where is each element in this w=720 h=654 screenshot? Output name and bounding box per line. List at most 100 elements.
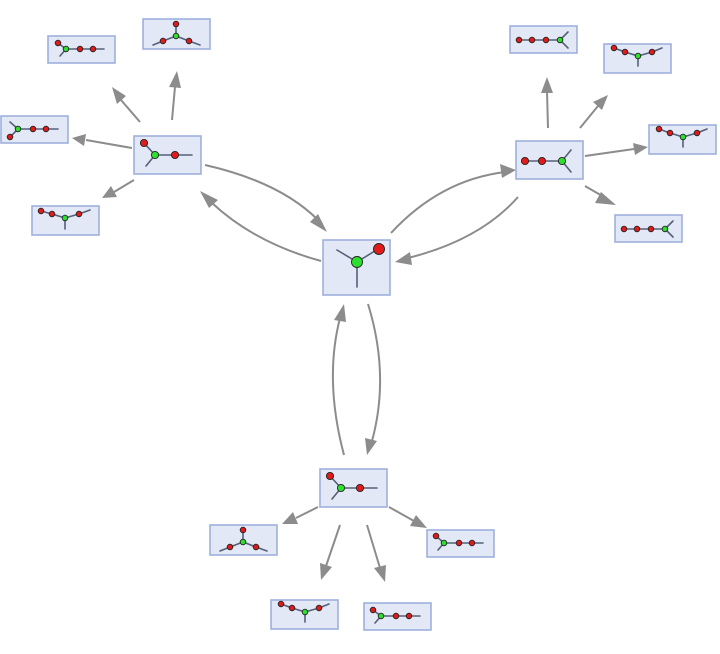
arrowhead <box>200 191 218 208</box>
arrowhead <box>102 186 117 198</box>
bottom-leaf-1-node[interactable] <box>209 524 278 556</box>
atom-red <box>648 48 656 56</box>
atom-red <box>315 604 323 612</box>
atom-green <box>661 225 669 233</box>
atom-red <box>392 612 400 620</box>
atom-red <box>75 210 83 218</box>
edge-center-to-left-hub <box>211 202 322 262</box>
atom-green <box>440 539 448 547</box>
atom-green <box>557 156 567 166</box>
bottom-leaf-3-node[interactable] <box>363 602 432 631</box>
arrowhead <box>334 304 346 322</box>
atom-red <box>369 606 377 614</box>
atom-red <box>76 45 84 53</box>
center-state-node[interactable] <box>322 239 391 296</box>
atom-red <box>170 150 180 160</box>
arrowhead <box>310 214 327 232</box>
arrowhead <box>541 77 553 93</box>
atom-red <box>6 133 14 141</box>
atom-red <box>159 37 167 45</box>
edge-left-hub-to-center <box>204 164 319 221</box>
arrowhead <box>500 164 516 178</box>
atom-red <box>172 20 180 28</box>
atom-red <box>647 225 655 233</box>
atom-red <box>355 483 365 493</box>
atom-green <box>301 608 309 616</box>
atom-red <box>373 243 385 255</box>
arrowhead <box>410 515 427 528</box>
atom-red <box>252 543 260 551</box>
atom-green <box>634 52 642 60</box>
right-leaf-3-node[interactable] <box>648 124 717 155</box>
atom-red <box>693 129 701 137</box>
atom-red <box>185 37 193 45</box>
edge-bottom-hub-to-center <box>331 317 345 456</box>
atom-red <box>29 125 37 133</box>
atom-green <box>172 32 180 40</box>
arrowhead <box>365 438 377 455</box>
right-leaf-2-node[interactable] <box>603 43 672 74</box>
atom-green <box>336 483 346 493</box>
atom-red <box>48 210 56 218</box>
left-leaf-3-node[interactable] <box>0 115 69 144</box>
atom-green <box>679 133 687 141</box>
left-leaf-1-node[interactable] <box>47 35 116 64</box>
arrowhead <box>395 252 412 265</box>
arrowhead <box>169 71 181 88</box>
atom-green <box>377 612 385 620</box>
atom-green <box>150 150 160 160</box>
atom-red <box>239 526 247 534</box>
arrowhead <box>595 192 616 205</box>
edge-center-to-bottom-hub <box>367 303 382 442</box>
atom-red <box>520 156 530 166</box>
edge-left-hub-to-n1 <box>120 99 141 123</box>
right-leaf-4-node[interactable] <box>614 214 683 243</box>
atom-red <box>42 125 50 133</box>
edge-left-hub-to-n4 <box>113 179 135 193</box>
atom-red <box>610 44 618 52</box>
edge-right-hub-to-center <box>407 196 519 259</box>
atom-red <box>515 36 523 44</box>
arrowhead <box>282 512 298 524</box>
atom-red <box>288 604 296 612</box>
arrowhead <box>374 565 386 582</box>
atom-red <box>468 539 476 547</box>
atom-red <box>655 125 663 133</box>
edge-bottom-hub-to-n1 <box>295 506 319 519</box>
atom-red <box>633 225 641 233</box>
atom-red <box>325 471 335 481</box>
atom-red <box>226 543 234 551</box>
arrowhead <box>593 95 608 110</box>
edge-left-hub-to-n2 <box>171 86 176 121</box>
atom-red <box>537 156 547 166</box>
atom-red <box>54 39 62 47</box>
right-hub-state-node[interactable] <box>515 140 584 180</box>
bottom-leaf-2-node[interactable] <box>270 599 339 630</box>
atom-red <box>455 539 463 547</box>
arrowhead <box>112 87 126 104</box>
atom-red <box>621 48 629 56</box>
atom-red <box>528 36 536 44</box>
left-hub-state-node[interactable] <box>133 135 202 175</box>
arrowhead <box>320 563 332 580</box>
atom-green <box>239 538 247 546</box>
atom-red <box>542 36 550 44</box>
edge-bottom-hub-to-n2 <box>325 524 341 567</box>
atom-red <box>405 612 413 620</box>
arrowhead <box>72 134 86 146</box>
bottom-leaf-4-node[interactable] <box>426 529 495 558</box>
edges <box>72 71 648 582</box>
atom-green <box>62 45 70 53</box>
atom-green <box>556 36 564 44</box>
left-leaf-4-node[interactable] <box>31 205 100 236</box>
edge-left-hub-to-n3 <box>85 139 133 149</box>
bottom-hub-state-node[interactable] <box>319 468 388 508</box>
right-leaf-1-node[interactable] <box>509 25 578 54</box>
atom-red <box>620 225 628 233</box>
atom-red <box>432 532 440 540</box>
atom-red <box>277 600 285 608</box>
left-leaf-2-node[interactable] <box>142 18 211 50</box>
arrowhead <box>633 143 648 155</box>
atom-red <box>139 138 149 148</box>
